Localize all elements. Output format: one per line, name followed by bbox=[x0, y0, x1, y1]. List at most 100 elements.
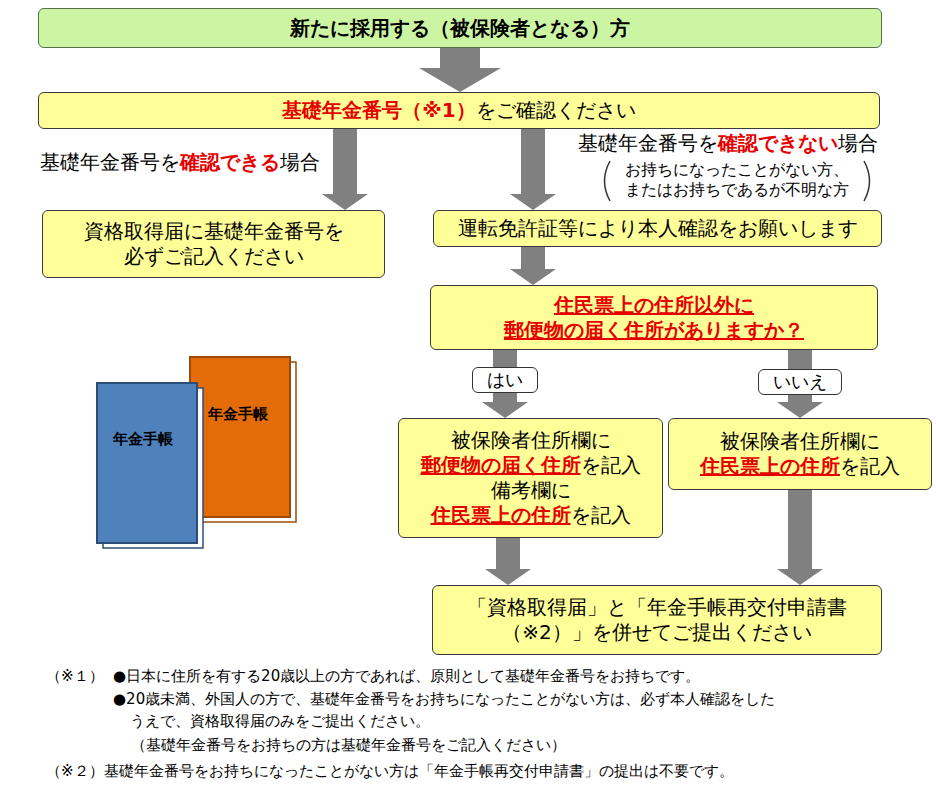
text-run: をご確認ください bbox=[476, 98, 636, 122]
emphasis-text: 確認できる bbox=[180, 150, 280, 174]
text-line: 年金手帳 bbox=[113, 430, 173, 449]
text-run: （基礎年金番号をお持ちの方は基礎年金番号をご記入ください） bbox=[131, 736, 566, 754]
text-run: （※１） bbox=[46, 667, 104, 685]
node-text: 資格取得届に基礎年金番号を 必ずご記入ください bbox=[84, 219, 344, 269]
text-line: 必ずご記入ください bbox=[84, 244, 344, 269]
text-line: 住民票上の住所以外に bbox=[504, 293, 804, 318]
flow-arrow bbox=[510, 129, 556, 210]
text-run: 基礎年金番号を bbox=[40, 150, 180, 174]
edge-label: いいえ bbox=[758, 369, 842, 396]
footnote-text: ●日本に住所を有する20歳以上の方であれば、原則として基礎年金番号をお持ちです。 bbox=[113, 666, 700, 688]
edge-label: 基礎年金番号を確認できる場合 bbox=[40, 150, 320, 175]
text-line: 新たに採用する（被保険者となる）方 bbox=[290, 16, 630, 41]
arrow-head bbox=[322, 194, 368, 210]
text-run: を記入 bbox=[571, 503, 631, 527]
text-line: 「資格取得届」と「年金手帳再交付申請書 bbox=[467, 595, 847, 620]
flow-arrow bbox=[482, 350, 528, 418]
text-line: （※１） bbox=[46, 666, 104, 688]
arrow-shaft bbox=[496, 538, 520, 570]
text-line: 年金手帳 bbox=[208, 405, 268, 424]
text-line: 運転免許証等により本人確認をお願いします bbox=[458, 216, 858, 241]
book-title: 年金手帳 bbox=[208, 405, 268, 424]
node-text: 基礎年金番号（※1）をご確認ください bbox=[282, 98, 635, 123]
book-cover bbox=[190, 357, 290, 517]
flow-arrow bbox=[419, 48, 501, 92]
text-run: ●20歳未満、外国人の方で、基礎年金番号をお持ちになったことがない方は、必ず本人… bbox=[113, 690, 775, 708]
bracket bbox=[864, 161, 870, 201]
text-run: 運転免許証等により本人確認をお願いします bbox=[458, 216, 858, 240]
text-run: 場合 bbox=[838, 131, 878, 155]
text-line: 基礎年金番号を確認できる場合 bbox=[40, 150, 320, 175]
node-text: 運転免許証等により本人確認をお願いします bbox=[458, 216, 858, 241]
text-line: ●20歳未満、外国人の方で、基礎年金番号をお持ちになったことがない方は、必ず本人… bbox=[113, 689, 775, 711]
arrow-head bbox=[482, 402, 528, 418]
flow-arrow bbox=[510, 247, 556, 285]
text-run: 「資格取得届」と「年金手帳再交付申請書 bbox=[467, 595, 847, 619]
book-title: 年金手帳 bbox=[113, 430, 173, 449]
text-run: またはお持ちであるが不明な方 bbox=[625, 180, 849, 199]
footnote-text: ●20歳未満、外国人の方で、基礎年金番号をお持ちになったことがない方は、必ず本人… bbox=[113, 689, 775, 733]
text-line: 郵便物の届く住所がありますか？ bbox=[504, 318, 804, 343]
arrow-head bbox=[485, 569, 531, 585]
footnote-text: （基礎年金番号をお持ちの方は基礎年金番号をご記入ください） bbox=[131, 735, 566, 757]
text-run: を記入 bbox=[840, 454, 900, 478]
start-box: 新たに採用する（被保険者となる）方 bbox=[38, 8, 882, 48]
node-text: 「資格取得届」と「年金手帳再交付申請書 （※2）」を併せてご提出ください bbox=[467, 595, 847, 645]
pension-book-orange bbox=[190, 357, 296, 522]
text-line: （基礎年金番号をお持ちの方は基礎年金番号をご記入ください） bbox=[131, 735, 566, 757]
edge-label: 基礎年金番号を確認できない場合 bbox=[578, 131, 878, 156]
text-line: はい bbox=[487, 369, 523, 392]
text-line: 住民票上の住所を記入 bbox=[421, 503, 641, 528]
process-box: 被保険者住所欄に 郵便物の届く住所を記入 備考欄に 住民票上の住所を記入 bbox=[398, 418, 663, 538]
text-run: 基礎年金番号を bbox=[578, 131, 718, 155]
arrow-shaft bbox=[788, 490, 812, 570]
process-box: 被保険者住所欄に 住民票上の住所を記入 bbox=[668, 418, 932, 490]
flow-arrow bbox=[322, 129, 368, 210]
text-run: お持ちになったことがない方、 bbox=[625, 160, 849, 179]
emphasis-text: 郵便物の届く住所 bbox=[421, 453, 581, 477]
bracket bbox=[605, 161, 611, 201]
text-run: うえで、資格取得届のみをご提出ください。 bbox=[130, 712, 430, 730]
emphasis-text: 確認できない bbox=[718, 131, 838, 155]
end-box: 「資格取得届」と「年金手帳再交付申請書 （※2）」を併せてご提出ください bbox=[432, 585, 882, 655]
arrow-head bbox=[777, 569, 823, 585]
process-box: 運転免許証等により本人確認をお願いします bbox=[433, 210, 882, 247]
text-run: 新たに採用する（被保険者となる）方 bbox=[290, 16, 630, 40]
text-run: 被保険者住所欄に bbox=[720, 429, 880, 453]
text-line: 被保険者住所欄に bbox=[421, 428, 641, 453]
arrow-head bbox=[419, 68, 501, 92]
text-line: 資格取得届に基礎年金番号を bbox=[84, 219, 344, 244]
footnote-text: （※２）基礎年金番号をお持ちになったことがない方は「年金手帳再交付申請書」の提出… bbox=[46, 761, 734, 783]
text-line: お持ちになったことがない方、 bbox=[612, 160, 862, 180]
text-run: 備考欄に bbox=[491, 478, 571, 502]
arrow-shaft bbox=[440, 48, 480, 69]
text-run: 必ずご記入ください bbox=[124, 244, 304, 268]
node-text: 被保険者住所欄に 住民票上の住所を記入 bbox=[700, 429, 900, 479]
text-line: 基礎年金番号（※1）をご確認ください bbox=[282, 98, 635, 123]
arrow-head bbox=[510, 194, 556, 210]
text-line: いいえ bbox=[773, 371, 827, 394]
emphasis-text: 住民票上の住所 bbox=[431, 503, 571, 527]
book-cover bbox=[97, 383, 197, 543]
text-run: 被保険者住所欄に bbox=[451, 428, 611, 452]
text-run: を記入 bbox=[581, 453, 641, 477]
text-line: 基礎年金番号を確認できない場合 bbox=[578, 131, 878, 156]
text-line: 備考欄に bbox=[421, 478, 641, 503]
arrow-head bbox=[510, 269, 556, 285]
node-text: 住民票上の住所以外に 郵便物の届く住所がありますか？ bbox=[504, 293, 804, 343]
text-run: （※２）基礎年金番号をお持ちになったことがない方は「年金手帳再交付申請書」の提出… bbox=[46, 762, 734, 780]
text-line: うえで、資格取得届のみをご提出ください。 bbox=[113, 711, 775, 733]
flow-arrow bbox=[777, 490, 823, 585]
node-text: 新たに採用する（被保険者となる）方 bbox=[290, 16, 630, 41]
pension-book-blue bbox=[97, 383, 203, 548]
text-run: （※2）」を併せてご提出ください bbox=[502, 620, 811, 644]
decision-box: 住民票上の住所以外に 郵便物の届く住所がありますか？ bbox=[430, 285, 878, 350]
text-line: 住民票上の住所を記入 bbox=[700, 454, 900, 479]
text-line: （※２）基礎年金番号をお持ちになったことがない方は「年金手帳再交付申請書」の提出… bbox=[46, 761, 734, 783]
text-line: 郵便物の届く住所を記入 bbox=[421, 453, 641, 478]
arrow-shaft bbox=[521, 247, 545, 270]
edge-label: はい bbox=[472, 367, 538, 394]
instruction-box: 基礎年金番号（※1）をご確認ください bbox=[38, 92, 880, 129]
emphasis-text: 基礎年金番号（※1） bbox=[282, 98, 475, 122]
